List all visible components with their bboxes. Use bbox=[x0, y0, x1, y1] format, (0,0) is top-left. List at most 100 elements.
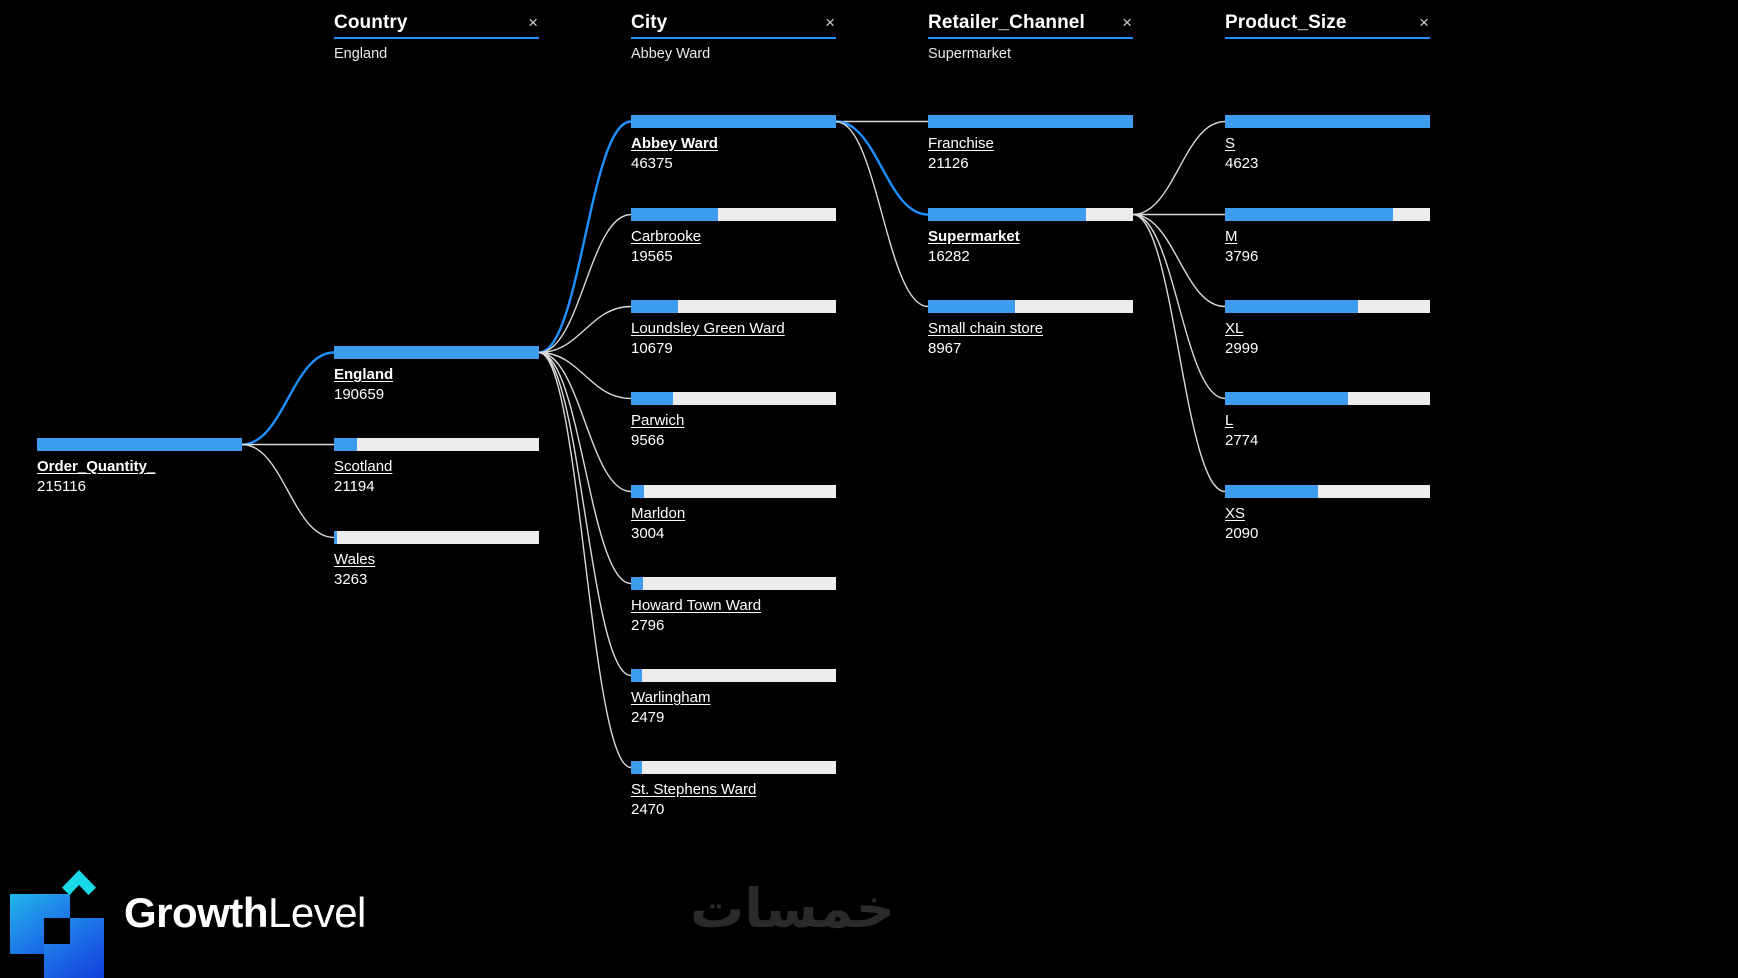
node-size-1[interactable]: M 3796 bbox=[1225, 208, 1430, 266]
node-city-3[interactable]: Parwich 9566 bbox=[631, 392, 836, 450]
node-bar bbox=[631, 392, 836, 405]
column-title-size[interactable]: Product_Size bbox=[1225, 12, 1347, 33]
node-value: 2796 bbox=[631, 617, 665, 634]
node-label-row: Marldon bbox=[631, 498, 836, 523]
column-header-city: City × Abbey Ward bbox=[631, 12, 836, 62]
node-bar-fill bbox=[928, 208, 1087, 221]
node-size-2[interactable]: XL 2999 bbox=[1225, 300, 1430, 358]
node-label[interactable]: M bbox=[1225, 228, 1238, 245]
node-label[interactable]: S bbox=[1225, 135, 1236, 152]
node-bar bbox=[928, 208, 1133, 221]
column-title-country[interactable]: Country bbox=[334, 12, 408, 33]
node-label-row: Small chain store bbox=[928, 313, 1133, 338]
node-value: 19565 bbox=[631, 248, 673, 265]
connector-link bbox=[1132, 213, 1226, 493]
connector-link bbox=[538, 120, 632, 354]
close-icon[interactable]: × bbox=[528, 13, 538, 32]
node-label-row: S bbox=[1225, 128, 1430, 153]
connector-link bbox=[1132, 120, 1226, 216]
node-bar-fill bbox=[334, 531, 338, 544]
node-bar bbox=[631, 761, 836, 774]
node-city-6[interactable]: Warlingham 2479 bbox=[631, 669, 836, 727]
node-label-row: Carbrooke bbox=[631, 221, 836, 246]
node-label-row: M bbox=[1225, 221, 1430, 246]
node-label[interactable]: L bbox=[1225, 412, 1234, 429]
node-value: 46375 bbox=[631, 155, 673, 172]
node-bar-fill bbox=[928, 115, 1133, 128]
node-label[interactable]: Parwich bbox=[631, 412, 685, 429]
node-value: 2479 bbox=[631, 709, 665, 726]
node-label[interactable]: Small chain store bbox=[928, 320, 1044, 337]
node-label[interactable]: Scotland bbox=[334, 458, 393, 475]
node-label[interactable]: Wales bbox=[334, 551, 376, 568]
node-label-row: St. Stephens Ward bbox=[631, 774, 836, 799]
node-label[interactable]: Order_Quantity_ bbox=[37, 458, 156, 475]
node-label[interactable]: Marldon bbox=[631, 505, 686, 522]
node-city-1[interactable]: Carbrooke 19565 bbox=[631, 208, 836, 266]
column-selected-value-city: Abbey Ward bbox=[631, 46, 711, 62]
node-label[interactable]: Franchise bbox=[928, 135, 994, 152]
node-bar bbox=[631, 485, 836, 498]
node-bar bbox=[928, 300, 1133, 313]
connector-link bbox=[538, 213, 632, 354]
node-bar-fill bbox=[1225, 115, 1430, 128]
node-label[interactable]: Warlingham bbox=[631, 689, 711, 706]
node-label-row: Warlingham bbox=[631, 682, 836, 707]
node-value: 2999 bbox=[1225, 340, 1259, 357]
node-bar bbox=[1225, 485, 1430, 498]
logo-wordmark: GrowthLevel bbox=[124, 892, 366, 934]
node-bar-fill bbox=[631, 392, 674, 405]
node-bar bbox=[334, 531, 539, 544]
node-bar bbox=[928, 115, 1133, 128]
connector-link bbox=[241, 351, 335, 446]
node-bar bbox=[1225, 115, 1430, 128]
node-city-5[interactable]: Howard Town Ward 2796 bbox=[631, 577, 836, 635]
column-header-country: Country×England bbox=[334, 12, 539, 62]
column-title-city[interactable]: City bbox=[631, 12, 668, 33]
close-icon[interactable]: × bbox=[1122, 13, 1132, 32]
column-header-row-channel: Retailer_Channel × bbox=[928, 12, 1133, 39]
connector-link bbox=[538, 351, 632, 400]
root-node-order-quantity[interactable]: Order_Quantity_215116 bbox=[37, 438, 242, 496]
node-label-row: Scotland bbox=[334, 451, 539, 476]
connector-link bbox=[538, 351, 632, 677]
node-bar-fill bbox=[1225, 485, 1318, 498]
node-bar-fill bbox=[631, 669, 642, 682]
node-label[interactable]: XL bbox=[1225, 320, 1244, 337]
node-bar bbox=[631, 208, 836, 221]
node-value: 9566 bbox=[631, 432, 665, 449]
node-label[interactable]: Loundsley Green Ward bbox=[631, 320, 785, 337]
column-title-channel[interactable]: Retailer_Channel bbox=[928, 12, 1085, 33]
growthlevel-logo-mark bbox=[8, 870, 108, 978]
close-icon[interactable]: × bbox=[825, 13, 835, 32]
node-bar-fill bbox=[1225, 300, 1359, 313]
node-bar-fill bbox=[1225, 392, 1348, 405]
node-label[interactable]: Supermarket bbox=[928, 228, 1020, 245]
node-label[interactable]: Howard Town Ward bbox=[631, 597, 762, 614]
node-bar-fill bbox=[1225, 208, 1394, 221]
column-header-row-city: City × bbox=[631, 12, 836, 39]
node-label[interactable]: Carbrooke bbox=[631, 228, 702, 245]
node-label[interactable]: Abbey Ward bbox=[631, 135, 718, 152]
close-icon[interactable]: × bbox=[1419, 13, 1429, 32]
node-bar bbox=[631, 669, 836, 682]
node-label[interactable]: England bbox=[334, 366, 394, 383]
node-label[interactable]: St. Stephens Ward bbox=[631, 781, 757, 798]
node-value: 3796 bbox=[1225, 248, 1259, 265]
node-city-0[interactable]: Abbey Ward 46375 bbox=[631, 115, 836, 173]
node-label[interactable]: XS bbox=[1225, 505, 1246, 522]
node-bar-fill bbox=[631, 761, 642, 774]
